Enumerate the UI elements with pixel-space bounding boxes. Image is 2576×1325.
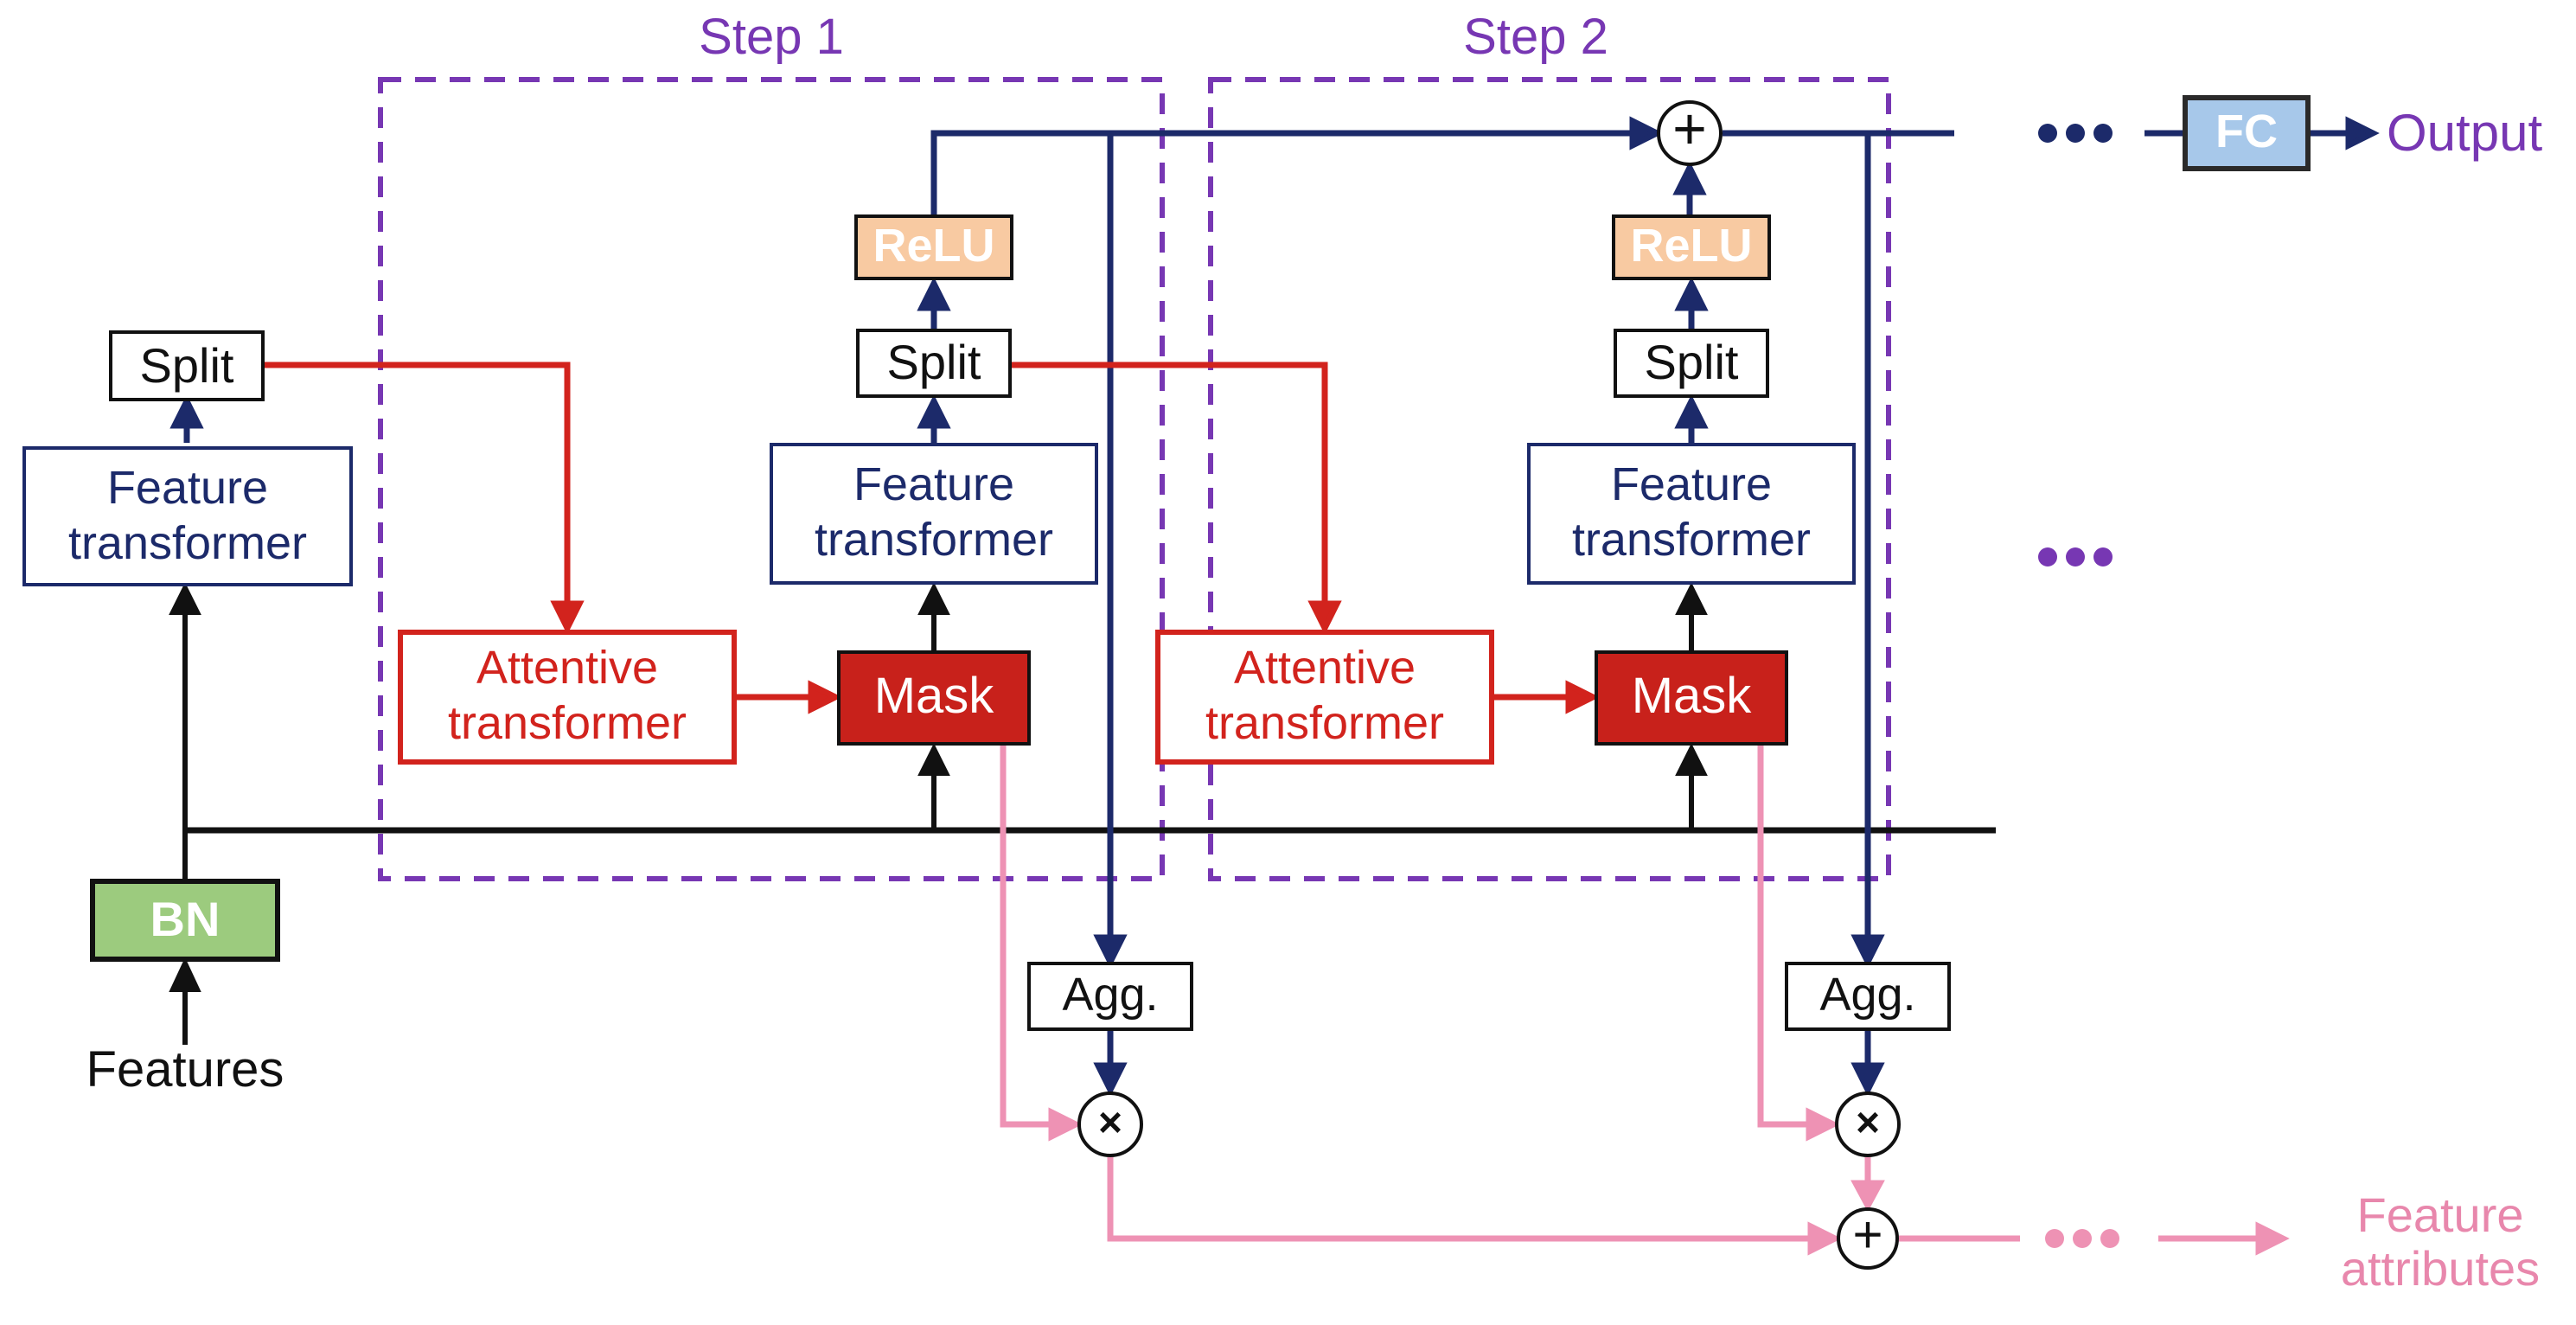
step1-to-agg-arrowhead	[1093, 934, 1128, 969]
split-node-step1: Split	[856, 329, 1012, 398]
ft1-to-split-arrowhead	[917, 394, 951, 429]
features-to-bn-arrowhead	[169, 957, 201, 992]
sum-ellipsis-dot	[2093, 124, 2113, 143]
times2-to-plus-arrowhead	[1851, 1180, 1885, 1213]
sum-ellipsis-dot	[2066, 124, 2085, 143]
attr-ellipsis-dot	[2100, 1229, 2119, 1248]
multiply-operator-step1: ×	[1077, 1091, 1143, 1157]
mask2-to-times-line	[1757, 746, 1811, 1128]
agg-node-step1: Agg.	[1027, 962, 1193, 1031]
decision-lines	[169, 116, 2380, 1097]
step2-label: Step 2	[1463, 10, 1608, 66]
bus-to-mask1-arrowhead	[917, 743, 950, 776]
mask2-to-ft-arrowhead	[1675, 582, 1708, 615]
split-node-input: Split	[109, 330, 265, 401]
step2-to-agg-arrowhead	[1851, 934, 1885, 969]
sum-operator-decision: +	[1657, 97, 1723, 166]
multiply-operator-step2: ×	[1835, 1091, 1901, 1157]
attentive-transformer-node-step1: Attentive transformer	[398, 630, 737, 765]
steps-ellipsis	[2038, 547, 2113, 566]
feature-transformer-node-step1: Feature transformer	[770, 443, 1098, 585]
split2-to-relu-arrowhead	[1674, 277, 1709, 311]
agg-node-step2: Agg.	[1785, 962, 1951, 1031]
bn-to-ft-arrowhead	[169, 582, 201, 615]
relu1-to-sum-line	[930, 130, 1633, 214]
steps-ellipsis-dot	[2093, 547, 2113, 566]
attr-ellipsis-dot	[2073, 1229, 2092, 1248]
step1-label: Step 1	[699, 10, 844, 66]
mask1-to-times-line	[1000, 746, 1053, 1128]
steps-ellipsis-dot	[2038, 547, 2057, 566]
split-node-step2: Split	[1614, 329, 1769, 398]
at2-to-mask2-arrowhead	[1565, 680, 1600, 714]
ftleft-to-split-arrowhead	[169, 394, 204, 429]
bus-to-mask2-arrowhead	[1675, 743, 1708, 776]
sum-operator-attributes: +	[1837, 1207, 1899, 1270]
feature-transformer-node-step2: Feature transformer	[1527, 443, 1856, 585]
feature-transformer-node-input: Feature transformer	[22, 446, 353, 586]
mask-node-step2: Mask	[1595, 650, 1788, 746]
split0-to-at1-arrowhead	[550, 600, 585, 635]
feature-attributes-label: Feature attributes	[2340, 1188, 2541, 1296]
relu-node-step2: ReLU	[1612, 214, 1771, 280]
mask-node-step1: Mask	[837, 650, 1031, 746]
mask2-to-times-arrowhead	[1806, 1107, 1840, 1142]
sum-in-arrowhead	[1629, 116, 1664, 150]
attr-arrowhead	[2255, 1221, 2290, 1256]
fc-node: FC	[2183, 95, 2311, 171]
steps-ellipsis-dot	[2066, 547, 2085, 566]
features-input-label: Features	[86, 1043, 284, 1098]
output-label: Output	[2387, 106, 2543, 163]
bn-node: BN	[90, 879, 280, 962]
attr-ellipsis-dot	[2045, 1229, 2064, 1248]
attribution-lines	[1000, 746, 2290, 1256]
agg1-to-times-arrowhead	[1093, 1062, 1128, 1097]
times1-to-plus-line	[1107, 1157, 1811, 1242]
relu-node-step1: ReLU	[854, 214, 1013, 280]
relu2-to-sum-arrowhead	[1672, 161, 1707, 195]
mask1-to-ft-arrowhead	[917, 582, 950, 615]
attentive-transformer-node-step2: Attentive transformer	[1155, 630, 1494, 765]
mask1-to-times-arrowhead	[1048, 1107, 1083, 1142]
ft2-to-split-arrowhead	[1674, 394, 1709, 429]
split1-to-at2-arrowhead	[1307, 600, 1342, 635]
times1-to-plus-arrowhead	[1807, 1221, 1842, 1256]
split1-to-relu-arrowhead	[917, 277, 951, 311]
at1-to-mask1-arrowhead	[808, 680, 842, 714]
agg2-to-times-arrowhead	[1851, 1062, 1885, 1097]
fc-out-arrowhead	[2345, 116, 2380, 150]
sum-ellipsis-dot	[2038, 124, 2057, 143]
